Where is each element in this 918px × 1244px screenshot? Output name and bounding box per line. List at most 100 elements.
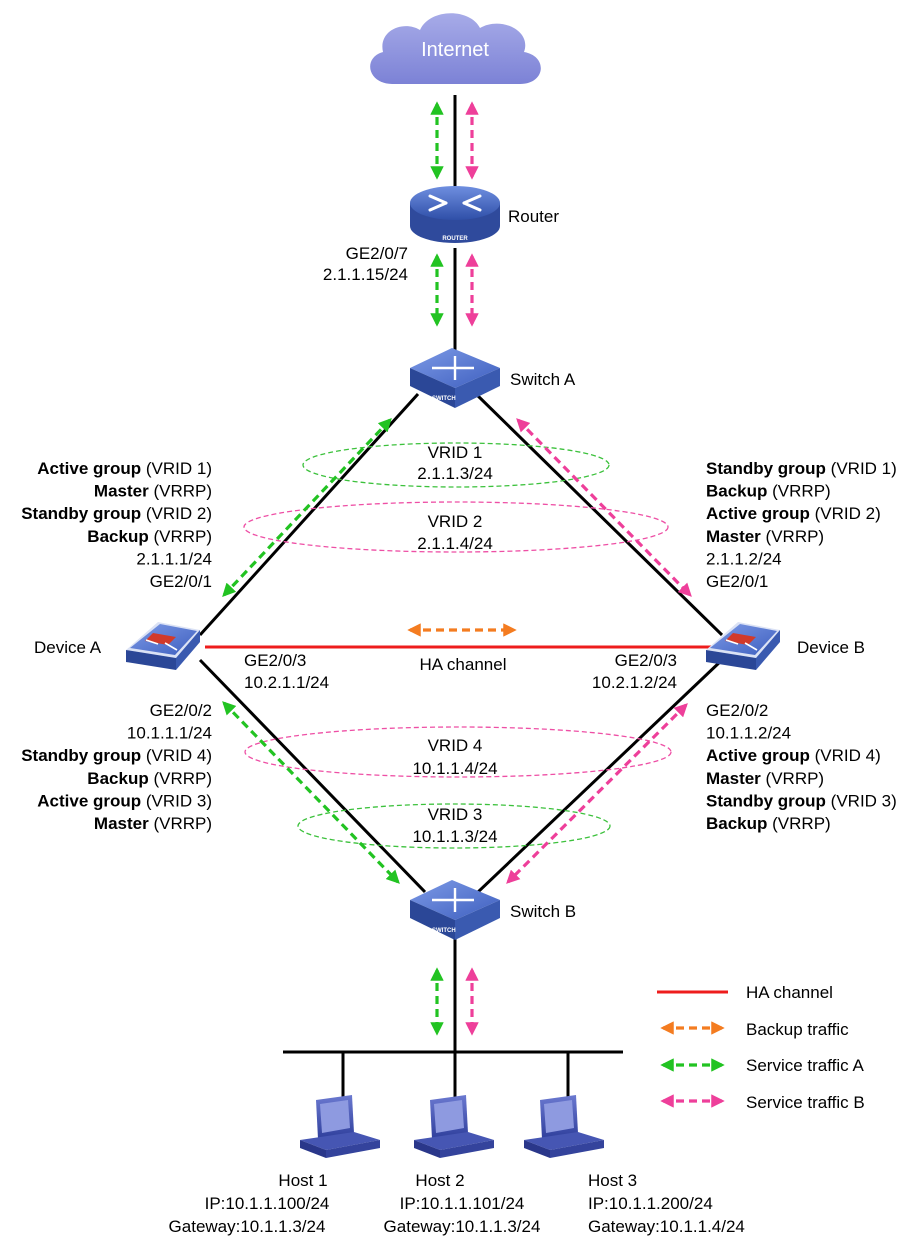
device-b-upper-line-5: 2.1.1.2/24 xyxy=(706,549,782,568)
arrow-service-b-lower xyxy=(506,703,688,884)
device-b-upper-line-3: Active group (VRID 2) xyxy=(706,504,881,523)
device-a-lower-line-3-text: (VRID 4) xyxy=(141,746,212,765)
device-a-lower-line-3-bold: Standby group xyxy=(21,746,141,765)
device-a-upper-line-4-bold: Backup xyxy=(87,527,148,546)
device-b-upper-line-6: GE2/0/1 xyxy=(706,572,768,591)
device-b-name: Device B xyxy=(797,638,865,657)
device-a-firewall-icon xyxy=(126,622,200,670)
switch-a-icon: SWITCH xyxy=(410,348,500,408)
vrid4-ip: 10.1.1.4/24 xyxy=(412,759,497,778)
device-b-lower-line-2-text: 10.1.1.2/24 xyxy=(706,724,791,743)
router-plate: ROUTER xyxy=(442,236,468,242)
device-b-upper-line-4-text: (VRRP) xyxy=(761,527,824,546)
router: ROUTER Router GE2/0/7 2.1.1.15/24 xyxy=(323,186,559,284)
device-a-lower-line-1: GE2/0/2 xyxy=(150,701,212,720)
device-b-lower-line-6-bold: Backup xyxy=(706,814,767,833)
device-a-upper-line-6-text: GE2/0/1 xyxy=(150,572,212,591)
device-a-lower-line-5-text: (VRID 3) xyxy=(141,791,212,810)
computer-icon xyxy=(300,1095,380,1158)
device-b-lower-line-6: Backup (VRRP) xyxy=(706,814,831,833)
host-1-ip: IP:10.1.1.100/24 xyxy=(205,1194,330,1213)
device-b-upper-line-1-bold: Standby group xyxy=(706,459,826,478)
network-links xyxy=(198,95,724,1100)
switch-b-plate: SWITCH xyxy=(432,928,456,934)
device-b-upper-line-6-text: GE2/0/1 xyxy=(706,572,768,591)
device-b-lower-line-4-bold: Master xyxy=(706,769,761,788)
device-b-lower-line-5-text: (VRID 3) xyxy=(826,791,897,810)
host-3-gateway: Gateway:10.1.1.4/24 xyxy=(588,1217,745,1236)
device-a-lower-line-6-text: (VRRP) xyxy=(149,814,212,833)
device-a-upper-line-2: Master (VRRP) xyxy=(94,482,212,501)
device-a-ha-port: GE2/0/3 xyxy=(244,651,306,670)
link-switch-a-device-a xyxy=(198,392,420,637)
device-a-upper-line-3-bold: Standby group xyxy=(21,504,141,523)
device-a-upper-line-6: GE2/0/1 xyxy=(150,572,212,591)
host-2: Host 2 IP:10.1.1.101/24 Gateway:10.1.1.3… xyxy=(384,1095,541,1236)
device-b-lower-line-1-text: GE2/0/2 xyxy=(706,701,768,720)
vrid-labels: VRID 1 2.1.1.3/24 VRID 2 2.1.1.4/24 HA c… xyxy=(412,443,506,846)
device-b-lower-line-2: 10.1.1.2/24 xyxy=(706,724,791,743)
device-a-upper-line-4-text: (VRRP) xyxy=(149,527,212,546)
vrid3-name: VRID 3 xyxy=(428,805,483,824)
device-a-upper-line-3: Standby group (VRID 2) xyxy=(21,504,212,523)
internet-label: Internet xyxy=(421,39,489,61)
device-b-lower-line-1: GE2/0/2 xyxy=(706,701,768,720)
host-1-gateway: Gateway:10.1.1.3/24 xyxy=(169,1217,326,1236)
device-a-upper-line-5: 2.1.1.1/24 xyxy=(136,549,212,568)
link-switch-a-device-b xyxy=(474,392,724,637)
device-b-upper-line-3-text: (VRID 2) xyxy=(810,504,881,523)
host-1-name: Host 1 xyxy=(278,1171,327,1190)
device-b-upper-labels: Standby group (VRID 1) Backup (VRRP) Activ… xyxy=(706,459,897,591)
device-b-upper-line-4: Master (VRRP) xyxy=(706,527,824,546)
router-ip: 2.1.1.15/24 xyxy=(323,265,408,284)
host-2-ip: IP:10.1.1.101/24 xyxy=(400,1194,525,1213)
vrid2-ip: 2.1.1.4/24 xyxy=(417,534,493,553)
legend-service-b-label: Service traffic B xyxy=(746,1093,865,1112)
device-b-lower-line-4: Master (VRRP) xyxy=(706,769,824,788)
device-b-upper-line-1-text: (VRID 1) xyxy=(826,459,897,478)
vrid3-ip: 10.1.1.3/24 xyxy=(412,827,497,846)
device-a-lower-line-4: Backup (VRRP) xyxy=(87,769,212,788)
computer-icon xyxy=(414,1095,494,1158)
device-b-upper-line-2: Backup (VRRP) xyxy=(706,482,831,501)
device-b-upper-line-3-bold: Active group xyxy=(706,504,810,523)
vrid1-name: VRID 1 xyxy=(428,443,483,462)
device-b-lower-line-3-text: (VRID 4) xyxy=(810,746,881,765)
arrow-service-a-lower xyxy=(222,701,400,884)
device-a-upper-line-5-text: 2.1.1.1/24 xyxy=(136,549,212,568)
vrid1-ip: 2.1.1.3/24 xyxy=(417,464,493,483)
device-a-upper-line-1-text: (VRID 1) xyxy=(141,459,212,478)
traffic-arrows xyxy=(222,101,692,1036)
device-a-upper-labels: Active group (VRID 1) Master (VRRP) Standb… xyxy=(21,459,212,591)
host-1: Host 1 IP:10.1.1.100/24 Gateway:10.1.1.3… xyxy=(169,1095,380,1236)
host-2-gateway: Gateway:10.1.1.3/24 xyxy=(384,1217,541,1236)
switch-b-icon: SWITCH xyxy=(410,880,500,940)
arrow-service-a-upper xyxy=(222,418,392,597)
device-a: Device A Active group (VRID 1)Master (VR… xyxy=(21,459,329,833)
device-b-ha-port: GE2/0/3 xyxy=(615,651,677,670)
switch-a-name: Switch A xyxy=(510,370,576,389)
device-a-lower-line-5: Active group (VRID 3) xyxy=(37,791,212,810)
device-b-upper-line-1: Standby group (VRID 1) xyxy=(706,459,897,478)
device-a-upper-line-3-text: (VRID 2) xyxy=(141,504,212,523)
device-b-ha-ip: 10.2.1.2/24 xyxy=(592,673,677,692)
hosts: Host 1 IP:10.1.1.100/24 Gateway:10.1.1.3… xyxy=(169,1095,745,1236)
device-b-upper-line-4-bold: Master xyxy=(706,527,761,546)
legend-backup-traffic-label: Backup traffic xyxy=(746,1020,849,1039)
host-2-name: Host 2 xyxy=(415,1171,464,1190)
device-a-upper-line-1-bold: Active group xyxy=(37,459,141,478)
device-a-lower-line-3: Standby group (VRID 4) xyxy=(21,746,212,765)
computer-icon xyxy=(524,1095,604,1158)
device-a-lower-line-4-bold: Backup xyxy=(87,769,148,788)
device-a-upper-line-4: Backup (VRRP) xyxy=(87,527,212,546)
ha-channel-label: HA channel xyxy=(420,655,507,674)
device-a-upper-line-2-text: (VRRP) xyxy=(149,482,212,501)
switch-b: SWITCH Switch B xyxy=(410,880,576,940)
device-b-upper-line-5-text: 2.1.1.2/24 xyxy=(706,549,782,568)
device-b-upper-line-2-bold: Backup xyxy=(706,482,767,501)
device-b-lower-line-6-text: (VRRP) xyxy=(767,814,830,833)
device-b-lower-line-4-text: (VRRP) xyxy=(761,769,824,788)
switch-a-plate: SWITCH xyxy=(432,396,456,402)
